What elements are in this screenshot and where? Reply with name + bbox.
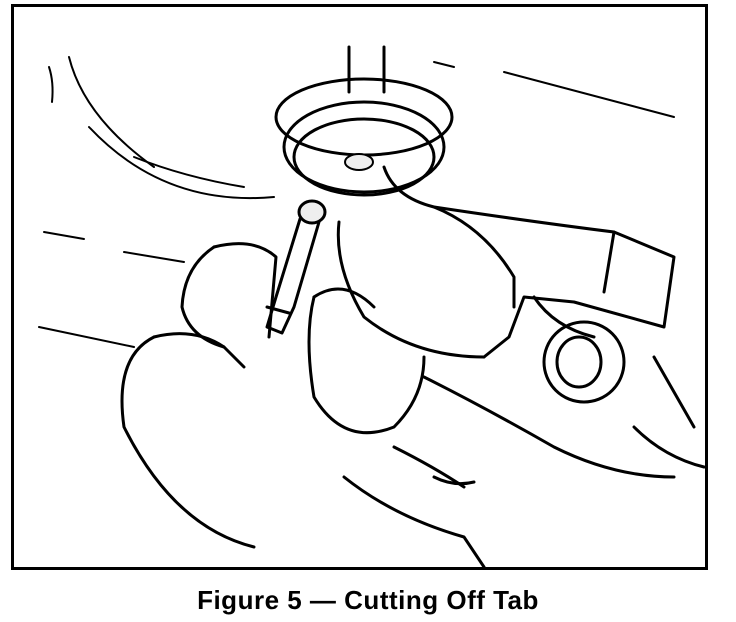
disc-part <box>274 77 454 197</box>
figure-frame <box>11 4 708 570</box>
illustration <box>38 45 705 567</box>
pliers <box>382 165 705 469</box>
motion-lines <box>38 56 675 348</box>
tab-strip <box>265 199 327 335</box>
hand <box>120 220 676 567</box>
shaft <box>347 45 386 94</box>
figure-caption: Figure 5 — Cutting Off Tab <box>197 585 539 615</box>
